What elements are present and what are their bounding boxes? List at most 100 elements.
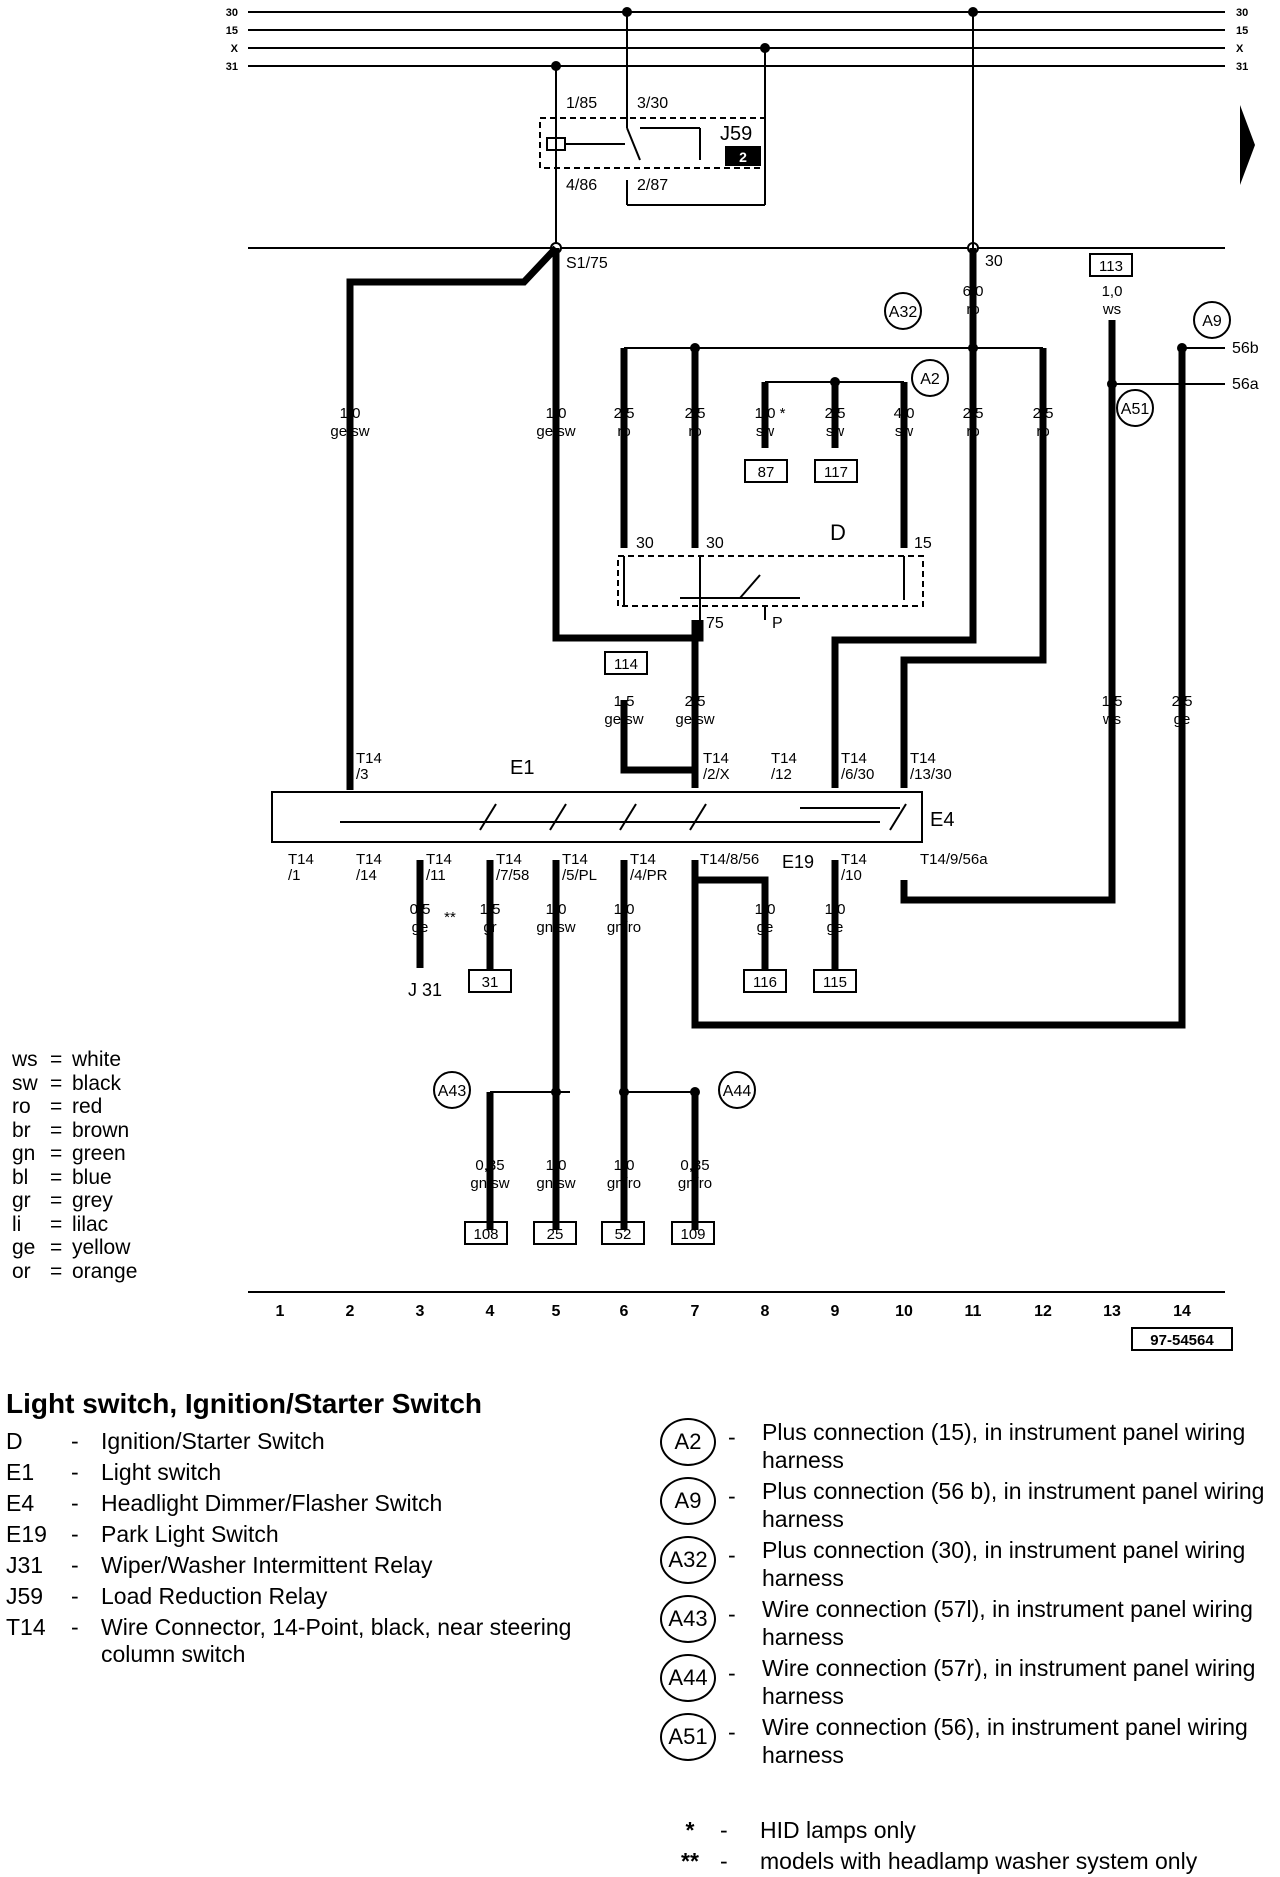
component-row: E19-Park Light Switch [6,1521,279,1547]
e4-name: E4 [930,809,954,831]
wires: 56b 56a [346,245,1259,1230]
svg-text:T14/9/56a: T14/9/56a [920,851,988,868]
wire-size: 1,0 [340,405,361,422]
wire-color: ro [966,301,979,318]
note-row: *-HID lamps only [685,1817,916,1843]
t30-label: 30 [985,253,1003,270]
wire-size: 6,0 [963,283,984,300]
wire-color: gn/ro [607,919,641,936]
wire-color: sw [895,423,914,440]
footnotes: *-HID lamps only **-models with headlamp… [660,1815,1197,1877]
ref-box: 117 [824,464,848,481]
track-scale: 1 2 3 4 5 6 7 8 9 10 11 12 13 14 97-5456… [248,1291,1233,1351]
wire-color: ge [827,919,844,936]
relay-j59: 1/85 3/30 4/86 2/87 J59 2 [539,12,766,248]
wire-size: 1,0 [825,901,846,918]
legend-row: br=brown [12,1118,130,1142]
svg-text:5: 5 [552,1303,561,1320]
wire-size: 0,35 [475,1157,504,1174]
bus-label-left: 30 [226,7,238,19]
svg-text:/3: /3 [356,766,369,783]
legend-row: sw=black [12,1071,122,1095]
svg-text:/12: /12 [771,766,792,783]
bus-label-right: 15 [1236,25,1248,37]
svg-text:/4/PR: /4/PR [630,867,668,884]
t14-upper-labels: T14/3 T14/2/X T14/12 T14/6/30 T14/13/30 [356,750,952,783]
relay-pin: 1/85 [566,95,597,112]
svg-text:/6/30: /6/30 [841,766,874,783]
ref-box: 108 [473,1226,498,1243]
bus-lines: 30 15 X 31 30 15 X 31 [226,7,1255,185]
wire-color: gn/ro [678,1175,712,1192]
svg-text:T14: T14 [562,851,588,868]
wire-color: ge/sw [604,711,643,728]
wire-size: 0,35 [680,1157,709,1174]
connection-row: A9-Plus connection (56 b), in instrument… [660,1477,1280,1536]
connector-a32: A32 [889,304,918,321]
svg-text:/7/58: /7/58 [496,867,529,884]
connection-row: A51-Wire connection (56), in instrument … [660,1713,1280,1772]
legend-row: or=orange [12,1259,138,1283]
component-row: J59-Load Reduction Relay [6,1583,328,1609]
wire-color: ge [412,919,429,936]
wire-color: ro [688,423,701,440]
relay-pin: 3/30 [637,95,668,112]
connection-list: A2-Plus connection (15), in instrument p… [660,1418,1280,1772]
connector-a51: A51 [1121,401,1150,418]
wire-size: 1,5 [480,901,501,918]
connector-a9: A9 [1202,313,1222,330]
wire-color: ro [1036,423,1049,440]
ref-box: 115 [823,974,847,991]
wire-color: gr [483,919,496,936]
svg-text:T14: T14 [841,750,867,767]
svg-text:T14: T14 [426,851,452,868]
svg-text:11: 11 [965,1303,982,1320]
d-pin: 75 [706,615,724,632]
connection-row: A2-Plus connection (15), in instrument p… [660,1418,1280,1477]
relay-name: J59 [720,123,752,145]
ref-box: 31 [482,974,499,991]
wire-color: ro [617,423,630,440]
svg-text:6: 6 [620,1303,629,1320]
ref-box: 114 [614,656,638,673]
wire-size: 1,0 [614,901,635,918]
wire-size: 1,0 [546,901,567,918]
wire-labels-mid: 1,5 ge/sw 2,5 ge/sw 1,5 ws 2,5 ge [604,693,1192,728]
d-pin: 30 [636,535,654,552]
e19-name: E19 [782,852,814,872]
connection-row: A43-Wire connection (57l), in instrument… [660,1595,1280,1654]
wire-size: 1,0 * [755,405,786,422]
svg-text:T14: T14 [356,750,382,767]
wire-color: sw [826,423,845,440]
wire-size: 2,5 [685,693,706,710]
legend-row: gn=green [12,1142,126,1165]
connection-row: A32-Plus connection (30), in instrument … [660,1536,1280,1595]
bus-label-right: 30 [1236,7,1248,19]
bus-56b-label: 56b [1232,340,1259,357]
bus-label-right: 31 [1236,61,1248,73]
svg-text:9: 9 [831,1303,840,1320]
svg-text:/5/PL: /5/PL [562,867,597,884]
wire-color: gn/sw [536,1175,575,1192]
svg-text:4: 4 [486,1303,495,1320]
wiring-diagram: 30 15 X 31 30 15 X 31 1/85 3/30 4/86 2/8… [226,7,1259,1351]
svg-text:/14: /14 [356,867,377,884]
relay-pin: 4/86 [566,177,597,194]
wire-size: 1,5 [614,693,635,710]
t14-lower-labels: T14/1 T14/14 T14/11 T14/7/58 T14/5/PL T1… [288,851,988,884]
ref-box: 113 [1099,258,1123,275]
svg-text:/1: /1 [288,867,301,884]
wire-color: ws [1102,301,1121,318]
component-row: E4-Headlight Dimmer/Flasher Switch [6,1490,443,1516]
wire-size: 2,5 [1172,693,1193,710]
connector-circles: A32 A2 A9 A51 A43 A44 [433,292,1231,1109]
svg-text:T14: T14 [356,851,382,868]
wire-size: 1,0 [546,1157,567,1174]
reference-boxes: 113 87 117 114 31 116 115 108 25 52 109 [464,253,1133,1245]
svg-text:10: 10 [895,1303,913,1320]
wire-size: 2,5 [685,405,706,422]
wire-color: ge [1174,711,1191,728]
relay-pin: 2/87 [637,177,668,194]
d-pin: 15 [914,535,932,552]
connector-a2: A2 [920,371,940,388]
